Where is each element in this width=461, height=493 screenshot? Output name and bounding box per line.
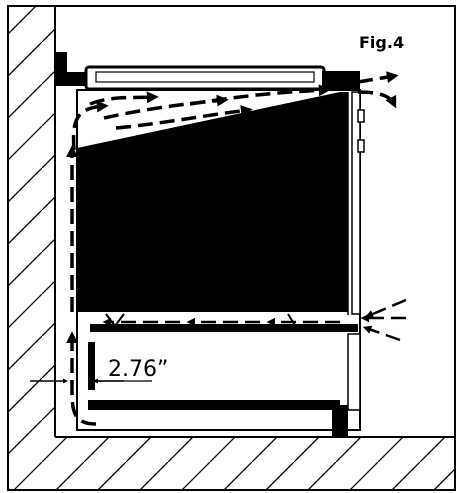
figure-label: Fig.4 [359,33,404,52]
oven-body [76,89,361,431]
airflow-arrow-up-bottom [66,331,97,426]
airflow-arrow-top-3 [189,84,331,106]
airflow-arrow-intake-1 [364,298,407,318]
airflow-arrows [66,71,407,426]
clearance-label: 2.76” [108,357,168,382]
storage-drawer [88,324,361,437]
inlet-marks [105,313,299,331]
airflow-arrow-exhaust-2 [357,90,397,109]
hatched-wall [9,7,56,437]
control-knobs-icon [357,109,365,153]
airflow-arrow-top-4 [115,104,253,130]
airflow-arrow-top-curve [71,100,109,151]
hatched-floor [9,436,454,489]
airflow-arrow-top-1 [89,91,159,106]
clearance-dimension: 2.76” [30,342,168,390]
airflow-arrow-exhaust [357,71,399,84]
airflow-arrow-top-2 [103,94,229,120]
airflow-arrow-intake-3 [362,325,401,342]
